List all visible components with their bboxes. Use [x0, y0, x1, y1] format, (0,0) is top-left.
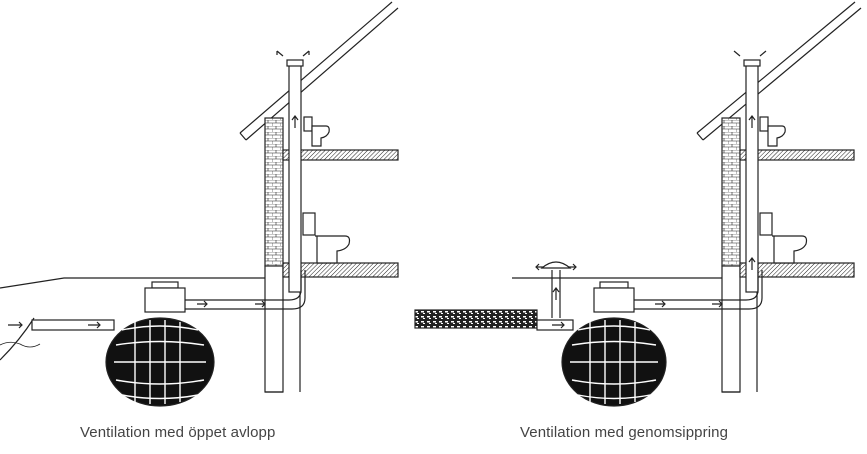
house-drain	[628, 270, 763, 310]
house-drain	[170, 270, 306, 310]
caption-left: Ventilation med öppet avlopp	[80, 424, 276, 441]
toilet-lower	[302, 212, 351, 264]
upper-floor	[282, 149, 399, 161]
foundation-wall	[264, 265, 284, 393]
toilet-upper	[303, 116, 330, 147]
infiltration-bed	[414, 309, 538, 329]
toilet-lower	[759, 212, 808, 264]
septic-tank	[105, 281, 215, 407]
vent-pipe	[276, 50, 310, 293]
ground-line	[0, 277, 265, 289]
infiltration-vent	[535, 261, 577, 318]
panel-left	[0, 1, 399, 407]
foundation-wall	[721, 265, 741, 393]
septic-tank	[561, 281, 667, 407]
upper-floor	[739, 149, 855, 161]
brick-wall	[721, 117, 741, 267]
ground-floor	[282, 262, 399, 278]
caption-right: Ventilation med genomsippring	[520, 424, 729, 441]
brick-wall	[264, 117, 284, 267]
panel-right	[414, 1, 862, 407]
ground-floor	[739, 262, 855, 278]
toilet-upper	[759, 116, 786, 147]
outlet-pipe	[31, 319, 115, 331]
vent-pipe	[733, 50, 767, 293]
roof	[239, 1, 399, 141]
